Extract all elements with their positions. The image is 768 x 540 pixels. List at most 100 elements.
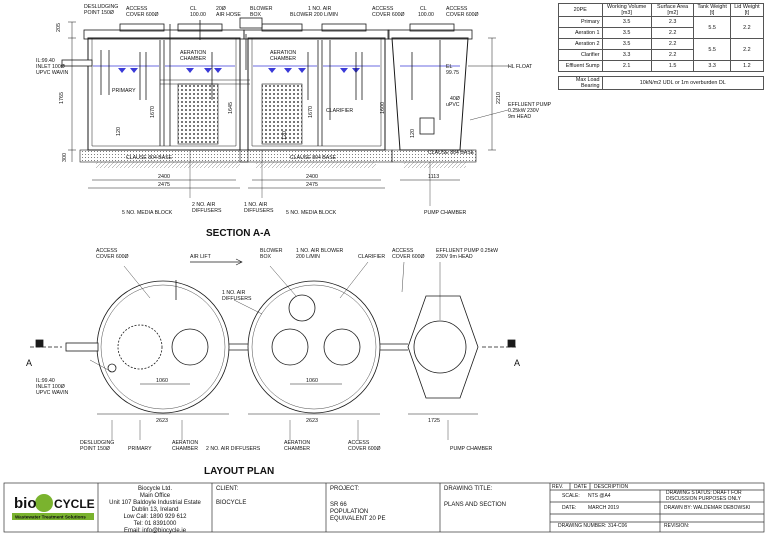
dim-205: 205 (56, 23, 62, 32)
label-access3-l2: COVER 600Ø (446, 12, 479, 18)
plan-labels: ACCESS COVER 600Ø AIR LIFT BLOWER BOX 1 … (26, 248, 520, 452)
spec-max-load-value: 10kN/m2 UDL or 1m overburden DL (601, 76, 765, 90)
company-line: Low Call: 1890 929 612 (123, 514, 187, 520)
label-aeration1-l1: AERATION (180, 50, 206, 56)
plan-dim-1725: 1725 (428, 418, 440, 424)
label-airhose-l2: AIR HOSE (216, 12, 241, 18)
project-line: POPULATION (330, 509, 369, 515)
dim-1670b: 1670 (308, 106, 314, 118)
date-value: MARCH 2019 (588, 505, 619, 511)
dim-1600: 1600 (380, 102, 386, 114)
label-airblower-l2: BLOWER 200 L/MIN (290, 12, 338, 18)
drawing-number-label: DRAWING NUMBER: (558, 523, 607, 529)
plan-label-airblower-l2: 200 L/MIN (296, 254, 320, 260)
scale-label: SCALE: (562, 493, 580, 499)
plan-label-airblower-l1: 1 NO. AIR BLOWER (296, 248, 344, 254)
logo-word-1: bio (14, 495, 37, 512)
project-value: SR 66 POPULATION EQUIVALENT 20 PE (330, 502, 385, 523)
label-el-l1: EL (446, 64, 452, 70)
label-desludging-l2: POINT 150Ø (84, 10, 114, 16)
project-line: SR 66 (330, 502, 347, 508)
label-desludging-l1: DESLUDGING (84, 4, 118, 10)
company-line: Main Office (139, 493, 171, 499)
label-aeration1-l2: CHAMBER (180, 56, 206, 62)
plan-label-aeration2-l1: AERATION (284, 440, 310, 446)
dim-2210: 2210 (496, 92, 502, 104)
revision: REVISION: (664, 523, 690, 529)
label-pipe40-l2: uPVC (446, 102, 460, 108)
dim-2475b: 2475 (306, 182, 318, 188)
spec-row-volume: 3.5 (601, 38, 652, 50)
spec-row-area: 2.3 (650, 16, 695, 28)
dim-1645: 1645 (228, 102, 234, 114)
access-cover-1 (119, 23, 165, 32)
spec-header-tank-weight: Tank Weight [t] (693, 3, 731, 17)
company-line: Biocycle Ltd. (137, 486, 173, 492)
label-base1: CLAUSE 804 BASE (126, 155, 173, 161)
plan-dim-2623a: 2623 (156, 418, 168, 424)
label-media2: 5 NO. MEDIA BLOCK (286, 210, 337, 216)
label-pump-l2: 0.25kW 230V (508, 108, 540, 114)
spec-tank-weight: 3.3 (693, 60, 731, 72)
dim-1113: 1113 (428, 174, 439, 180)
logo-tagline: Wastewater Treatment Solutions (15, 515, 86, 520)
scale-value: NTS @A4 (588, 493, 611, 499)
table-row: Effluent Sump 2.1 1.5 3.3 1.2 (558, 60, 765, 72)
plan-label-a-right: A (514, 358, 520, 368)
table-row: Aeration 1 3.5 2.2 (558, 27, 764, 39)
spec-row-name: Clarifier (558, 49, 603, 61)
project-line: EQUIVALENT 20 PE (330, 516, 386, 522)
date-label: DATE: (562, 505, 577, 511)
plan-dim-1060a: 1060 (156, 378, 168, 384)
label-pumpchamber: PUMP CHAMBER (424, 210, 467, 216)
description-label: DESCRIPTION (594, 484, 629, 490)
label-access1-l1: ACCESS (126, 6, 148, 12)
plan-tank2 (247, 280, 381, 414)
label-hlfloat: HL FLOAT (508, 64, 533, 70)
plan-label-access2-l1: ACCESS (392, 248, 414, 254)
section-a-a (61, 17, 510, 206)
label-access1-l2: COVER 600Ø (126, 12, 159, 18)
plan-label-a-left: A (26, 358, 32, 368)
plan-label-pumpchamber: PUMP CHAMBER (450, 446, 493, 452)
plan-label-access3-l2: COVER 600Ø (348, 446, 381, 452)
dim-1670: 1670 (150, 106, 156, 118)
table-row: Max Load Bearing 10kN/m2 UDL or 1m overb… (558, 76, 765, 90)
spec-table: 20PE Working Volume [m3] Surface Area [m… (558, 3, 765, 90)
plan-label-access1-l2: COVER 600Ø (96, 254, 129, 260)
dim-1765: 1765 (59, 92, 65, 104)
logo-mark (35, 494, 53, 512)
spec-row-volume: 3.5 (601, 16, 652, 28)
plan-label-il-l1: IL:99.40 (36, 378, 55, 384)
spec-row-area: 2.2 (650, 38, 695, 50)
access-cover-2 (321, 23, 367, 32)
company-address: Biocycle Ltd. Main Office Unit 107 Baldo… (100, 486, 210, 535)
plan-label-access2-l2: COVER 600Ø (392, 254, 425, 260)
drawing-number-value: 314-C06 (608, 523, 628, 529)
drawing-title-label: DRAWING TITLE: (444, 486, 493, 492)
dim-120c: 120 (410, 129, 416, 138)
plan-label-il-l3: UPVC WAVIN (36, 390, 69, 396)
plan-label-aeration1-l1: AERATION (172, 440, 198, 446)
spec-row-volume: 2.1 (601, 60, 652, 72)
label-il-l3: UPVC WAVIN (36, 70, 69, 76)
media-block-2 (261, 83, 303, 145)
spec-tank-weight: 5.5 (693, 16, 731, 39)
spec-row-area: 2.2 (650, 27, 695, 39)
media-block-1 (177, 83, 219, 145)
rev-label: REV. (552, 484, 564, 490)
blower-box (239, 17, 263, 29)
spec-row-area: 1.5 (650, 60, 695, 72)
logo-tagline-bar (12, 513, 94, 520)
project-label: PROJECT: (330, 486, 360, 492)
spec-max-load-label: Max Load Bearing (558, 76, 603, 90)
plan-label-diffusers-l2: DIFFUSERS (222, 296, 252, 302)
table-row: Primary 3.5 2.3 5.5 2.2 (558, 16, 765, 39)
plan-dims: 1060 1060 2623 2623 1725 (156, 378, 440, 424)
plan-label-primary: PRIMARY (128, 446, 152, 452)
dim-120a: 120 (116, 127, 122, 136)
company-logo: bio CYCLE Wastewater Treatment Solutions (12, 494, 95, 520)
date-head: DATE (574, 484, 587, 490)
label-cl1-l2: 100.00 (190, 12, 206, 18)
